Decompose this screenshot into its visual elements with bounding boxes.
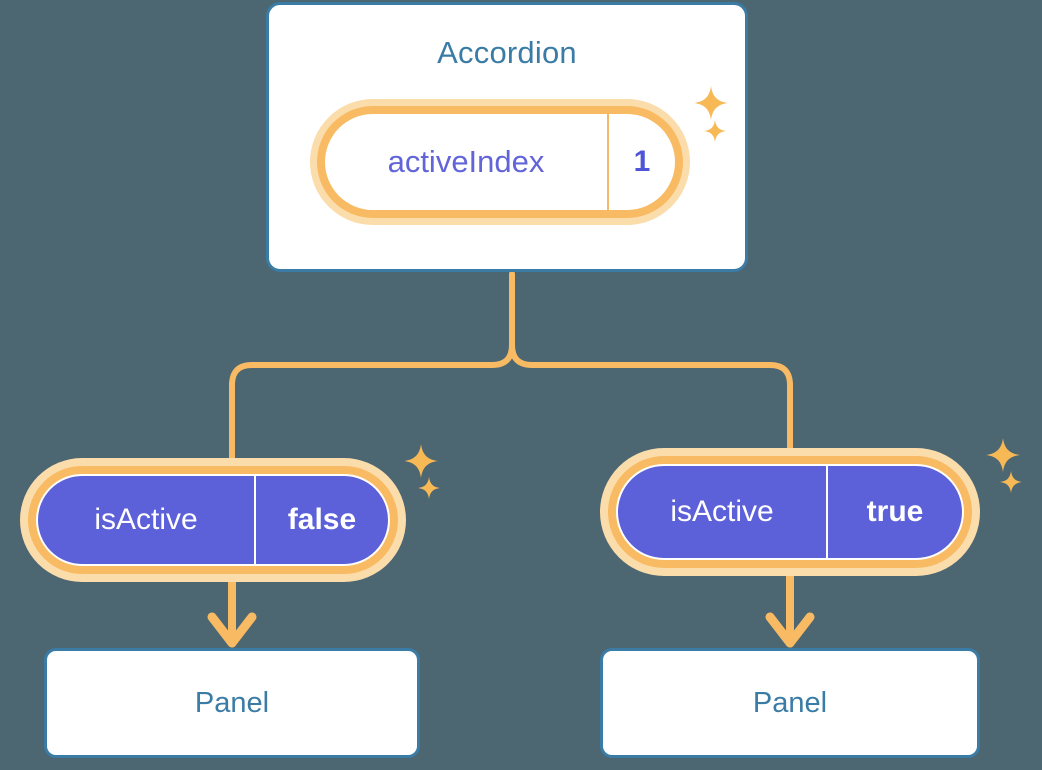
- panel-box-left[interactable]: Panel: [44, 648, 420, 758]
- connector-to-left-child: [229, 271, 515, 465]
- state-pill-isactive-false[interactable]: isActive false: [20, 458, 406, 582]
- state-key-label: activeIndex: [325, 114, 609, 210]
- arrow-right-pill-to-panel: [765, 576, 815, 648]
- panel-box-right[interactable]: Panel: [600, 648, 980, 758]
- arrow-left-pill-to-panel: [207, 580, 257, 648]
- pill-body: isActive false: [36, 474, 390, 566]
- state-value-label: true: [866, 495, 924, 528]
- connector-to-right-child: [509, 271, 793, 455]
- pill-body: isActive true: [616, 464, 964, 560]
- sparkle-icon: [404, 444, 438, 478]
- sparkle-icon: [418, 477, 440, 499]
- sparkle-icon: [986, 438, 1020, 472]
- state-value-label: false: [287, 503, 357, 536]
- state-key-label: isActive: [38, 476, 256, 564]
- accordion-title: Accordion: [437, 35, 577, 70]
- pill-body: activeIndex 1: [325, 114, 675, 210]
- state-value-label: 1: [633, 145, 651, 178]
- state-pill-activeindex[interactable]: activeIndex 1: [310, 99, 690, 225]
- sparkle-icon: [1000, 471, 1022, 493]
- state-pill-isactive-true[interactable]: isActive true: [600, 448, 980, 576]
- state-key-label: isActive: [618, 466, 828, 558]
